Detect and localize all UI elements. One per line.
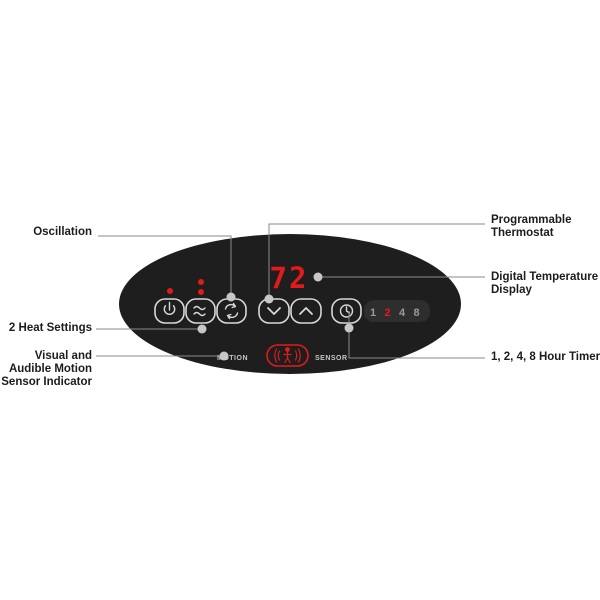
- motion-sensor-indicator: [266, 344, 309, 367]
- motion-sensor-dot: [219, 351, 229, 361]
- motion-label: MOTION: [217, 355, 248, 362]
- oscillation-button[interactable]: [216, 298, 247, 324]
- timer-button[interactable]: [331, 298, 362, 324]
- heat-button[interactable]: [185, 298, 216, 324]
- callout-dots: [197, 272, 354, 361]
- chevron-down-icon: [267, 307, 281, 315]
- heat-settings-dot: [197, 324, 207, 334]
- visual-text-line1: Visual and: [34, 350, 92, 362]
- sensor-label: SENSOR: [315, 355, 348, 362]
- oscillation-text: Oscillation: [33, 226, 92, 238]
- temperature-display: 72: [270, 261, 309, 295]
- digital-display-callout: Digital Temperature Display: [491, 271, 598, 297]
- digital-text-line2: Display: [491, 284, 532, 296]
- control-panel: [119, 234, 461, 374]
- power-icon: [163, 301, 176, 315]
- temperature-up-button[interactable]: [290, 298, 322, 324]
- programmable-text-line1: Programmable: [491, 214, 572, 226]
- timer-option-4: 4: [399, 307, 406, 319]
- oscillation-leader: [98, 235, 232, 297]
- programmable-text-line2: Thermostat: [491, 227, 554, 239]
- motion-sensor-icon: [274, 347, 301, 364]
- oscillation-dot: [226, 292, 236, 302]
- digital-display-dot: [313, 272, 323, 282]
- visual-text-line2: Audible Motion: [8, 363, 92, 375]
- oscillation-icon: [224, 302, 239, 320]
- timer-strip: [364, 300, 430, 322]
- oscillation-callout: Oscillation: [33, 226, 92, 239]
- programmable-dot: [264, 294, 274, 304]
- timer-dot: [344, 323, 354, 333]
- heat-settings-text: 2 Heat Settings: [8, 322, 92, 334]
- timer-option-8: 8: [413, 307, 419, 319]
- motion-sensor-callout: Visual and Audible Motion Sensor Indicat…: [1, 350, 92, 389]
- heat-led-high-bottom: [198, 289, 204, 295]
- programmable-leader: [268, 223, 485, 299]
- heat-led-low: [167, 288, 173, 294]
- digital-text-line1: Digital Temperature: [491, 271, 599, 283]
- visual-text-line3: Sensor Indicator: [1, 376, 92, 388]
- timer-option-1: 1: [370, 307, 376, 319]
- timer-text: 1, 2, 4, 8 Hour Timer: [491, 351, 600, 363]
- leader-lines: [96, 223, 485, 359]
- timer-option-2: 2: [384, 307, 390, 319]
- heat-settings-callout: 2 Heat Settings: [9, 322, 92, 335]
- timer-callout: 1, 2, 4, 8 Hour Timer: [491, 351, 600, 364]
- heat-led-high-top: [198, 279, 204, 285]
- power-button[interactable]: [154, 298, 185, 324]
- chevron-up-icon: [299, 307, 313, 315]
- temperature-down-button[interactable]: [258, 298, 290, 324]
- heat-waves-icon: [193, 305, 206, 317]
- programmable-thermostat-callout: Programmable Thermostat: [491, 214, 572, 240]
